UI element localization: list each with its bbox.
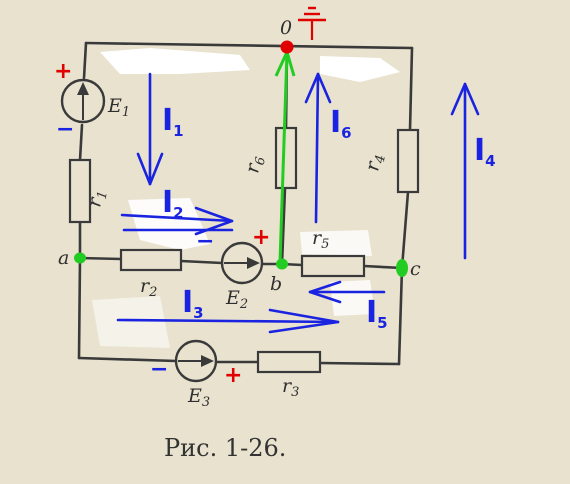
current-labels: I1 I2 I3 I4 I5 I6 <box>162 103 496 332</box>
white-patch-top-left <box>100 48 250 74</box>
e2-plus-sign: + <box>252 225 270 250</box>
wire-r5-c <box>362 264 404 270</box>
label-i3: I3 <box>182 285 204 322</box>
arrow-i6-head-icon <box>304 72 332 104</box>
resistor-labels: r1 r6 r4 r2 r5 r3 <box>83 152 389 400</box>
node-a-label: a <box>58 247 69 269</box>
node-b-label: b <box>270 273 282 295</box>
white-patches <box>92 48 400 348</box>
source-e1 <box>60 78 106 124</box>
wire-a-r2 <box>78 256 123 261</box>
polarity-marks: + − + − − + <box>54 59 270 388</box>
e1-plus-sign: + <box>54 59 72 84</box>
e3-plus-sign: + <box>224 363 242 388</box>
label-r5: r5 <box>312 227 329 252</box>
node-o-dot <box>280 40 294 54</box>
node-labels: a b c 0 <box>58 17 421 295</box>
node-a-dot <box>74 252 86 264</box>
arrow-i1-head-icon <box>136 152 164 186</box>
source-e3 <box>174 339 218 383</box>
resistor-r2 <box>119 248 183 272</box>
label-e1: E1 <box>107 95 130 120</box>
arrow-i2-shaft <box>120 213 234 223</box>
current-arrows <box>116 72 480 334</box>
wire-left-bottom <box>77 256 82 360</box>
label-i2: I2 <box>162 185 184 222</box>
arrow-i5-head-icon <box>308 280 342 304</box>
node-c-label: c <box>410 258 421 280</box>
ground-symbol <box>280 6 326 54</box>
arrow-i3-shaft <box>116 318 340 324</box>
wire-top <box>84 41 414 50</box>
wire-r3-right <box>318 361 401 366</box>
arrow-i4-head-icon <box>450 82 480 116</box>
wire-r6-b <box>280 186 287 266</box>
wire-right-mid <box>400 190 410 270</box>
source-e3-arrowhead-icon <box>201 355 214 367</box>
label-r6: r6 <box>241 154 269 175</box>
resistors <box>68 126 420 374</box>
white-patch-mid <box>128 198 210 250</box>
label-r4: r4 <box>361 152 389 173</box>
figure-caption: Рис. 1-26. <box>164 434 286 462</box>
white-patch-bottom <box>92 296 170 348</box>
label-e3: E3 <box>187 385 210 410</box>
white-patch-r5 <box>300 230 372 256</box>
label-r2: r2 <box>140 275 157 300</box>
source-labels: E1 E2 E3 <box>107 95 248 410</box>
node-c-dot <box>396 259 408 277</box>
label-e2: E2 <box>225 287 248 312</box>
white-patch-top-right <box>320 56 400 82</box>
resistor-r4 <box>396 128 420 194</box>
label-r1: r1 <box>83 188 111 209</box>
arrow-i2-head-icon <box>194 206 234 236</box>
wire-left-mid <box>78 123 84 162</box>
resistor-r5 <box>300 254 366 278</box>
label-i6: I6 <box>330 105 352 142</box>
label-i4: I4 <box>474 133 496 170</box>
wire-r2-e2 <box>179 259 224 265</box>
e1-minus-sign: − <box>56 117 74 142</box>
wire-left-top <box>82 41 88 80</box>
wire-right-top <box>408 46 414 132</box>
resistor-r3 <box>256 350 322 374</box>
source-e1-arrowhead-icon <box>77 82 89 95</box>
source-e2 <box>220 241 264 285</box>
arrow-i6-shaft <box>314 72 320 224</box>
node-o-label: 0 <box>280 17 292 39</box>
arrow-i3-head-icon <box>268 308 340 334</box>
resistor-r1 <box>68 158 92 224</box>
green-annotations <box>74 47 408 277</box>
white-patch-bottom-right <box>330 280 375 316</box>
e3-minus-sign: − <box>150 357 168 382</box>
wire-right-bottom <box>397 266 404 366</box>
source-e2-arrowhead-icon <box>247 257 260 269</box>
green-line-r6 <box>278 51 289 263</box>
e2-minus-sign: − <box>196 229 214 254</box>
resistor-r6 <box>274 126 298 190</box>
node-b-dot <box>276 258 288 270</box>
label-r3: r3 <box>282 375 299 400</box>
label-i1: I1 <box>162 103 184 140</box>
wire-bottom-left <box>77 356 178 363</box>
label-i5: I5 <box>366 295 388 332</box>
